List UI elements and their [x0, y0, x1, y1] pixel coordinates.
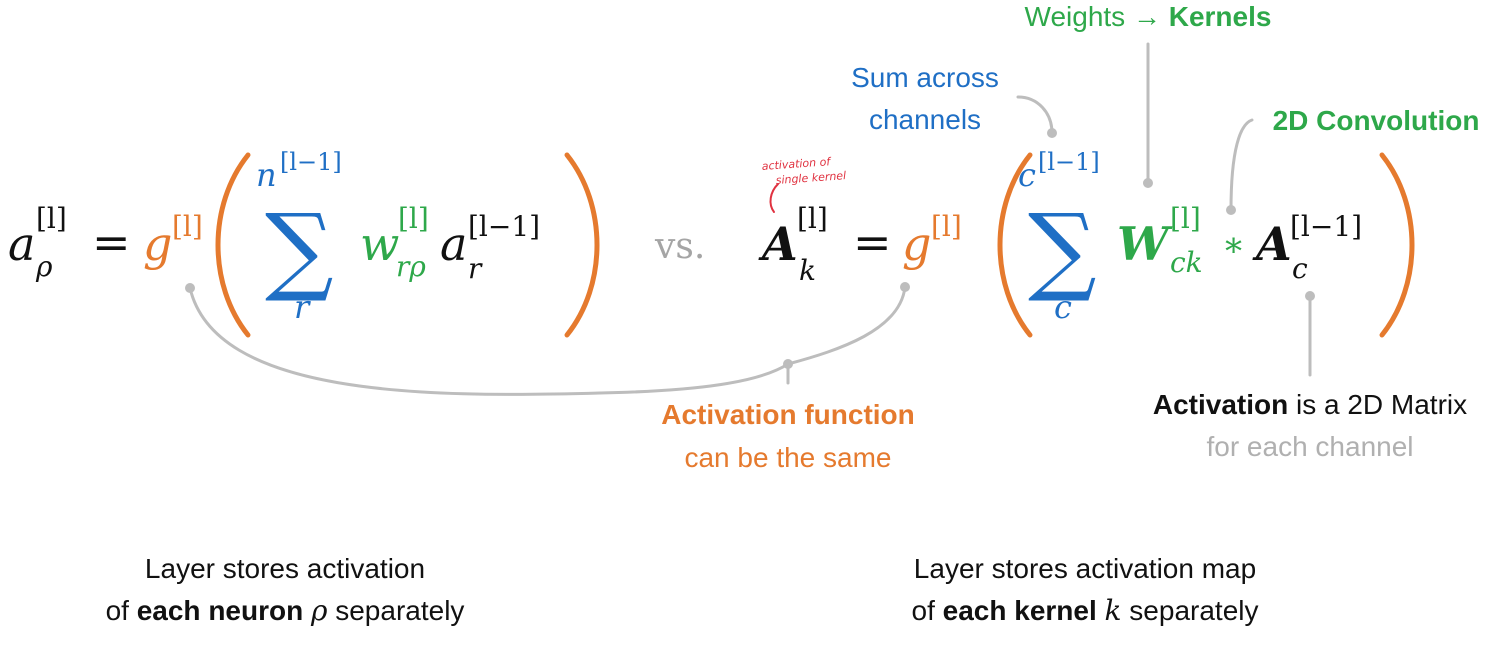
matrix-line1: Activation is a 2D Matrix [1153, 389, 1467, 420]
right-caption-line2: of each kernel k separately [912, 594, 1259, 627]
right-input-sup: [l−1] [1290, 210, 1362, 243]
sum-across-line2: channels [869, 104, 981, 135]
convolution-label: 2D Convolution [1273, 105, 1480, 136]
right-caption-line1: Layer stores activation map [914, 553, 1256, 584]
right-caption-suffix: separately [1122, 595, 1259, 626]
vs-label: vs. [654, 226, 705, 267]
right-output-sup: [l] [797, 202, 828, 235]
right-close-paren [1379, 152, 1415, 338]
right-activation-sup: [l] [931, 210, 962, 243]
right-conv-op: ∗ [1222, 225, 1245, 265]
left-input-sup: [l−1] [468, 210, 540, 243]
right-input: A [1252, 217, 1292, 271]
left-output-sub: ρ [35, 250, 53, 283]
left-activation-sup: [l] [172, 210, 203, 243]
activation-function-line1: Activation function [661, 399, 915, 430]
dot-right-g [900, 282, 910, 292]
activation-single-line1: activation of [761, 155, 832, 173]
left-sum-upper: n [256, 156, 277, 194]
left-caption-suffix: separately [327, 595, 464, 626]
weights-kernels-label: Weights → Kernels [1025, 1, 1272, 32]
left-equals: = [92, 215, 131, 269]
right-equation: A [l] k = g [l] c [l−1] ∑ c W [l] ck ∗ A… [758, 148, 1362, 326]
matrix-rest: is a 2D Matrix [1288, 389, 1467, 420]
convolution-connector [1229, 118, 1254, 212]
right-sum-upper: c [1018, 156, 1036, 194]
activation-single-line2: single kernel [775, 169, 846, 187]
dot-left-g [185, 283, 195, 293]
activation-single-tick [769, 183, 779, 213]
activation-function-connector [188, 285, 907, 396]
left-input-sub: r [468, 252, 483, 285]
weights-kernels-bold: Kernels [1169, 1, 1272, 32]
right-kernel-sub: ck [1170, 246, 1203, 279]
left-close-paren [564, 152, 600, 338]
sum-across-line1: Sum across [851, 62, 999, 93]
right-caption-symbol: k [1105, 594, 1122, 627]
left-weight-sup: [l] [398, 202, 429, 235]
left-sum-index: r [294, 288, 311, 326]
right-output: A [758, 217, 798, 271]
right-open-paren [997, 152, 1033, 338]
dot-sum-across [1047, 128, 1057, 138]
right-sum-sign: ∑ [1028, 193, 1097, 305]
connector-dots [185, 128, 1315, 369]
sum-across-connector [1016, 95, 1054, 135]
right-sum-upper-sup: [l−1] [1038, 148, 1100, 176]
left-caption-bold: each neuron [137, 595, 303, 626]
left-output: a [8, 217, 35, 271]
left-sum-upper-sup: [l−1] [280, 148, 342, 176]
left-weight-sub: rρ [396, 250, 426, 283]
left-equation: a [l] ρ = g [l] n [l−1] ∑ r w [l] rρ a [… [8, 148, 540, 326]
right-input-sub: c [1292, 252, 1308, 285]
parentheses [215, 152, 1415, 338]
dot-matrix [1305, 291, 1315, 301]
right-sum-index: c [1054, 288, 1072, 326]
right-activation: g [902, 217, 931, 271]
left-weight: w [360, 217, 399, 271]
connectors [188, 42, 1312, 396]
dot-activation-function [783, 359, 793, 369]
left-sum-sign: ∑ [265, 193, 334, 305]
left-open-paren [215, 152, 251, 338]
dot-weights-kernels [1143, 178, 1153, 188]
matrix-line2: for each channel [1206, 431, 1413, 462]
right-caption-bold: each kernel [943, 595, 1097, 626]
weights-kernels-prefix: Weights → [1025, 1, 1161, 32]
right-caption-prefix: of [912, 595, 943, 626]
left-input: a [440, 217, 467, 271]
left-caption-symbol: ρ [310, 594, 328, 627]
left-caption-line2: of each neuron ρ separately [106, 594, 465, 627]
right-kernel: W [1117, 217, 1173, 271]
left-activation: g [143, 217, 172, 271]
right-output-sub: k [799, 254, 816, 287]
right-kernel-sup: [l] [1170, 202, 1201, 235]
left-caption-prefix: of [106, 595, 137, 626]
right-equals: = [853, 215, 892, 269]
left-caption-line1: Layer stores activation [145, 553, 425, 584]
matrix-bold: Activation [1153, 389, 1288, 420]
left-output-sup: [l] [36, 202, 67, 235]
activation-function-line2: can be the same [684, 442, 891, 473]
dot-convolution [1226, 205, 1236, 215]
